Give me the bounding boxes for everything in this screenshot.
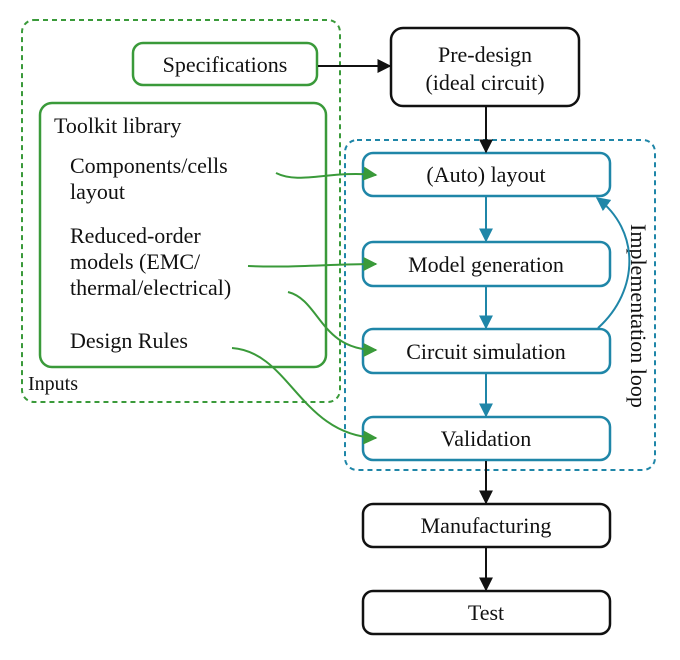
toolkit-library-node: Toolkit library Components/cells layout … [38, 101, 328, 369]
arrow-rom-to-model [247, 257, 378, 272]
inputs-group-label: Inputs [28, 373, 78, 395]
toolkit-rom-line1: Reduced-order [70, 223, 201, 248]
manufacturing-node: Manufacturing [361, 502, 612, 549]
validation-label: Validation [441, 426, 531, 451]
toolkit-design-rules: Design Rules [70, 328, 188, 353]
toolkit-components-line2: layout [70, 179, 125, 204]
predesign-node: Pre-design (ideal circuit) [389, 26, 581, 108]
circuit-simulation-node: Circuit simulation [361, 327, 612, 375]
arrow-rules-to-validation [231, 347, 378, 445]
test-node: Test [361, 589, 612, 636]
specifications-node: Specifications [131, 41, 319, 87]
test-label: Test [468, 600, 504, 625]
arrow-loop-back-to-layout [595, 197, 631, 329]
implementation-loop-label: Implementation loop [626, 224, 651, 408]
validation-node: Validation [361, 415, 612, 462]
toolkit-library-title: Toolkit library [54, 113, 181, 138]
model-generation-node: Model generation [361, 240, 612, 288]
predesign-line1: Pre-design [438, 42, 532, 67]
arrow-components-to-layout [275, 166, 378, 181]
arrow-rom-to-simulation [287, 291, 378, 357]
auto-layout-node: (Auto) layout [361, 151, 612, 198]
circuit-simulation-label: Circuit simulation [406, 339, 566, 364]
toolkit-components-line1: Components/cells [70, 153, 228, 178]
predesign-line2: (ideal circuit) [425, 70, 544, 95]
toolkit-rom-line2: models (EMC/ [70, 249, 201, 274]
specifications-label: Specifications [163, 52, 288, 77]
inputs-group-frame [21, 19, 341, 403]
manufacturing-label: Manufacturing [421, 513, 552, 538]
toolkit-rom-line3: thermal/electrical) [70, 275, 231, 300]
model-generation-label: Model generation [408, 252, 564, 277]
auto-layout-label: (Auto) layout [426, 162, 545, 187]
